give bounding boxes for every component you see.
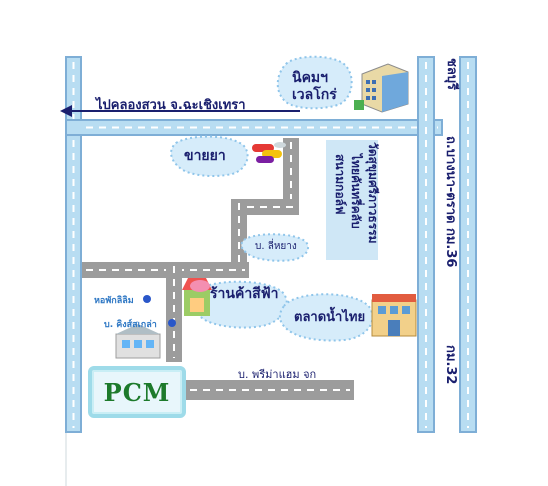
label-sifa-shop: ร้านค้าสีฟ้า bbox=[210, 286, 279, 302]
label-ban-primahaem: บ. พรีม่าแฮม จก bbox=[238, 368, 317, 381]
bubbles bbox=[170, 55, 374, 342]
pill-capsules-icon bbox=[252, 142, 286, 163]
pcm-location-box: PCM bbox=[88, 366, 186, 418]
label-bangna-trad-km36: ถ.บางนา-ตราด กม.36 bbox=[443, 136, 458, 268]
highways bbox=[65, 56, 477, 433]
pcm-label: PCM bbox=[103, 377, 171, 407]
label-dorm-lilim: หอพักลิลิม bbox=[94, 296, 134, 306]
shop-awning-icon bbox=[182, 278, 212, 316]
location-dot-icon bbox=[168, 319, 176, 327]
label-km32: กม.32 bbox=[443, 345, 458, 385]
market-building-icon bbox=[371, 294, 417, 337]
local-roads bbox=[82, 138, 354, 400]
label-pharmacy: ขายยา bbox=[184, 148, 226, 164]
office-building-icon bbox=[354, 63, 409, 113]
label-ban-kingsalee: บ. คิงส์สเกล่า bbox=[104, 320, 157, 330]
golf-area bbox=[326, 140, 378, 260]
direction-arrow-icon bbox=[60, 105, 300, 117]
label-thai-country-club: ไทยคันทรี่คลับ bbox=[349, 154, 363, 229]
label-wat-sukhum: วัดสุขุมศรีภาวธรรม bbox=[366, 142, 380, 244]
label-welgrow: เวลโกร่ bbox=[292, 87, 337, 103]
label-to-chachoengsao: ไปคลองสวน จ.ฉะเชิงเทรา bbox=[96, 98, 246, 113]
label-golf-course: สนามกอล์ฟ bbox=[333, 154, 347, 215]
label-nam-thai-market: ตลาดน้ำไทย bbox=[294, 310, 366, 325]
pcm-factory-icon bbox=[115, 324, 161, 359]
label-nikhom: นิคมฯ bbox=[292, 70, 329, 86]
location-dot-icon bbox=[143, 295, 151, 303]
label-chonburi: ชลบุรี bbox=[444, 58, 459, 91]
label-ban-lee-yang: บ. ลี่หยาง bbox=[255, 241, 297, 252]
